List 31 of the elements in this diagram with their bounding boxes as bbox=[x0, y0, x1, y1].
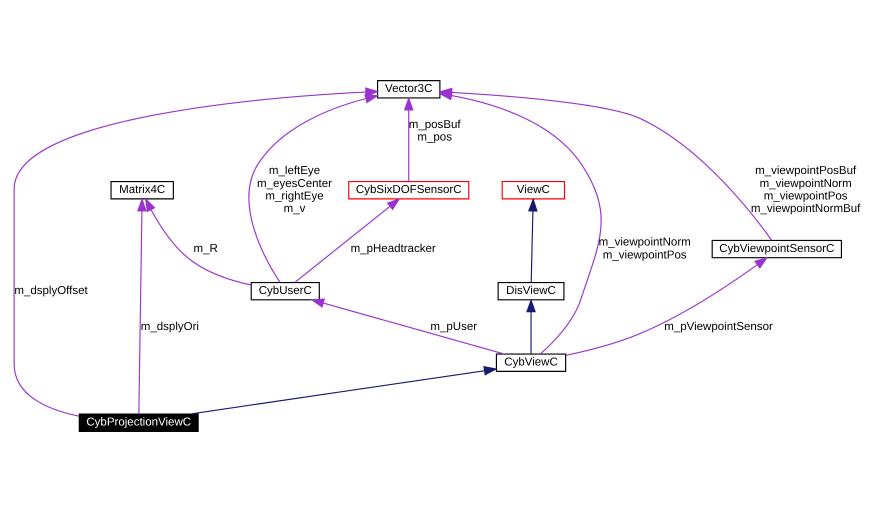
arrow bbox=[189, 366, 498, 414]
arrow bbox=[144, 197, 250, 286]
arrow bbox=[136, 197, 146, 414]
arrow bbox=[310, 298, 504, 354]
node-box: CybUserC bbox=[250, 281, 320, 300]
node-box: DisViewC bbox=[497, 281, 564, 300]
arrow bbox=[248, 93, 378, 282]
edge-label: m_viewpointPosBuf m_viewpointNorm m_viewpointPos m_viewpointNormBuf bbox=[750, 164, 860, 215]
node-box: Matrix4C bbox=[110, 180, 174, 199]
edge-label: m_R bbox=[192, 242, 218, 254]
edge-label: m_posBuf m_pos bbox=[408, 118, 460, 144]
node-box: ViewC bbox=[501, 180, 565, 199]
arrow bbox=[528, 197, 538, 282]
arrow bbox=[438, 90, 602, 354]
edge-label: m_viewpointNorm m_viewpointPos bbox=[598, 236, 690, 261]
edge-label: m_pViewpointSensor bbox=[664, 320, 772, 332]
edge-label: m_pHeadtracker bbox=[350, 242, 436, 254]
edge-label: m_dsplyOri bbox=[140, 320, 198, 332]
edge-label: m_dsplyOffset bbox=[14, 284, 88, 297]
arrow bbox=[565, 256, 768, 356]
node-box: CybViewpointSensorC bbox=[711, 239, 842, 258]
arrow bbox=[403, 96, 414, 181]
arrow bbox=[294, 198, 400, 282]
node-box: Vector3C bbox=[376, 80, 440, 98]
edge-label: m_leftEye m_eyesCenter m_rightEye m_v bbox=[256, 164, 332, 215]
arrow bbox=[526, 298, 536, 354]
edge-label: m_pUser bbox=[430, 320, 477, 332]
node-box: CybViewC bbox=[495, 353, 566, 372]
node-box: CybSixDOFSensorC bbox=[348, 180, 469, 199]
node-box: CybProjectionViewC bbox=[78, 413, 198, 432]
arrow bbox=[13, 86, 379, 416]
